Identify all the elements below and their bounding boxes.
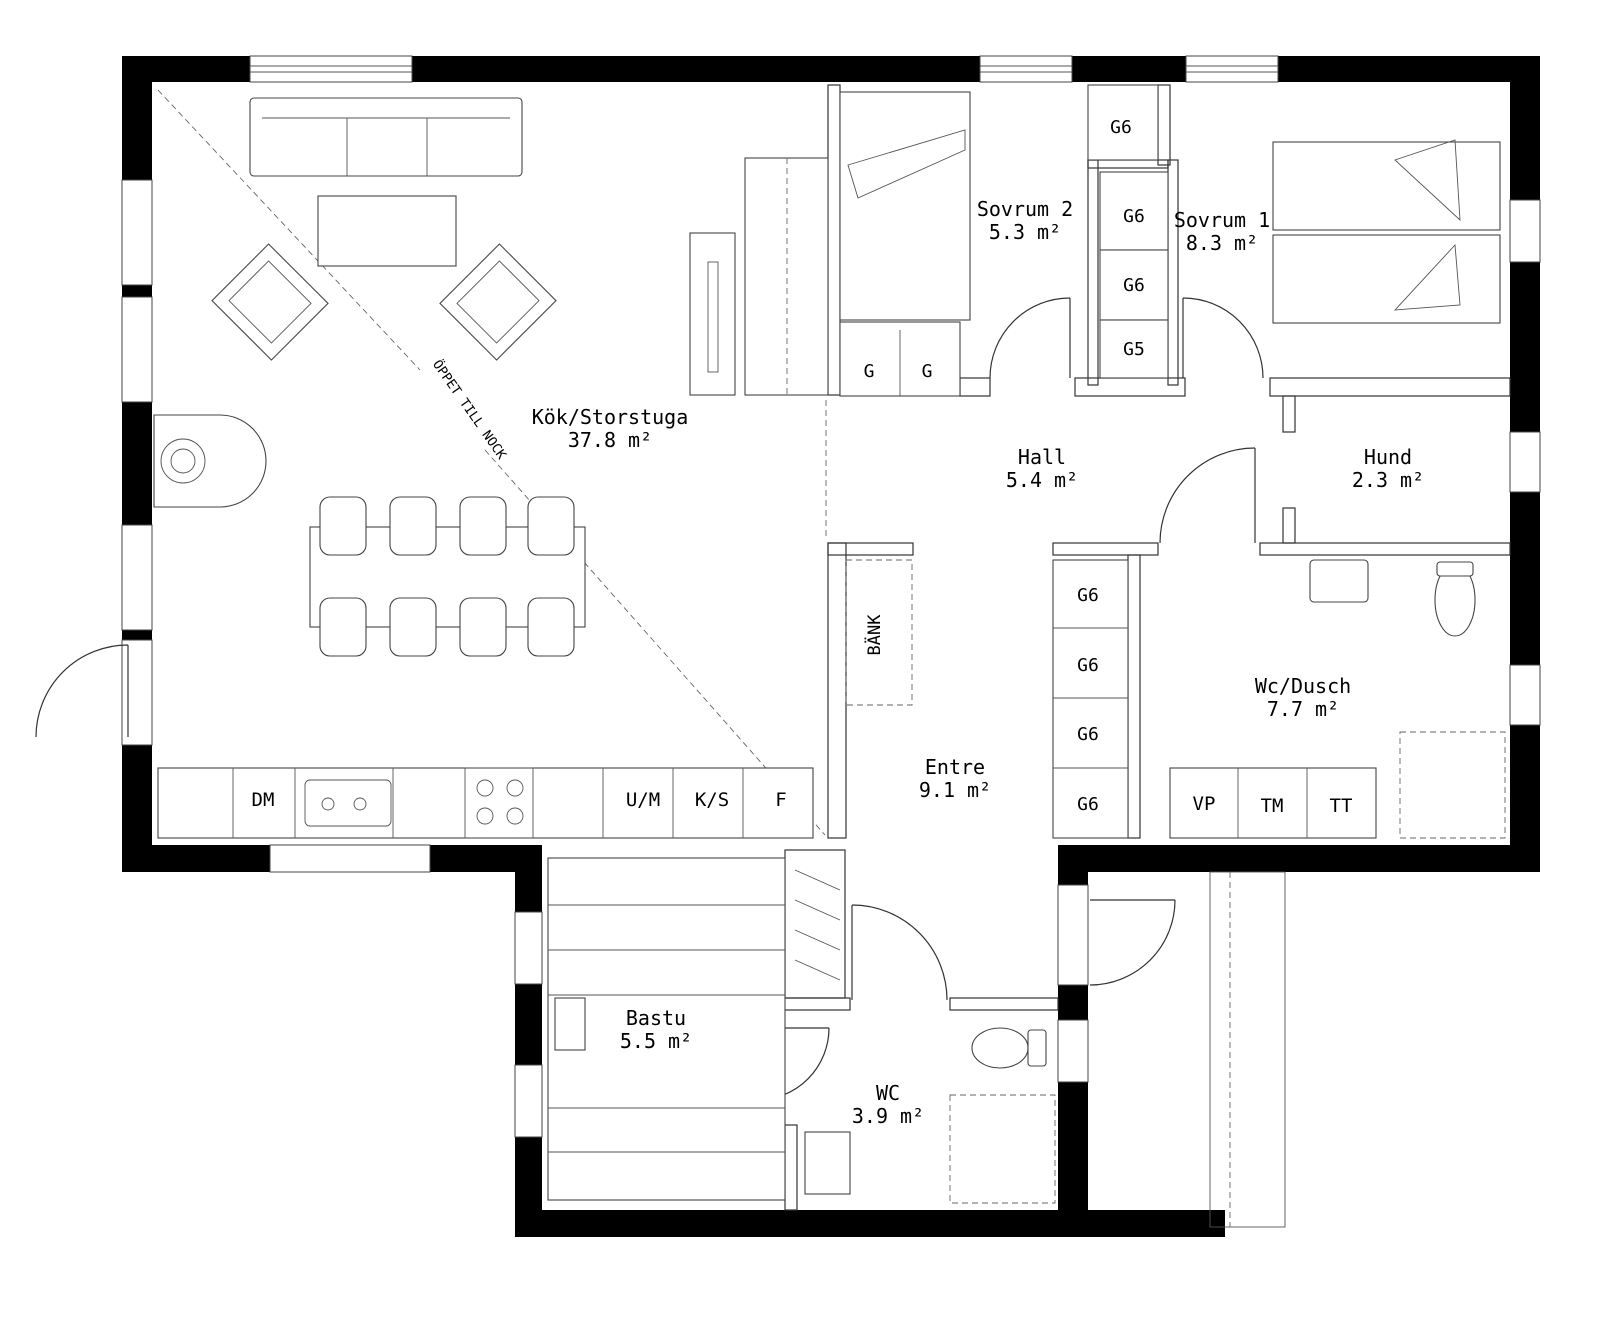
- unit-tm: TM: [1261, 795, 1284, 817]
- room-area-wc: 3.9 m²: [852, 1104, 924, 1128]
- room-area-bastu: 5.5 m²: [620, 1029, 692, 1053]
- unit-f: F: [775, 789, 786, 811]
- room-area-kok: 37.8 m²: [568, 428, 652, 452]
- closet-g6-s1a: G6: [1123, 206, 1145, 227]
- room-area-sovrum2: 5.3 m²: [989, 220, 1061, 244]
- closet-g6-s1b: G6: [1123, 275, 1145, 296]
- closet-g6-e4: G6: [1077, 794, 1099, 815]
- unit-vp: VP: [1193, 793, 1216, 815]
- room-area-hall: 5.4 m²: [1006, 468, 1078, 492]
- closet-g6-e1: G6: [1077, 585, 1099, 606]
- entre-fixtures: [845, 559, 1377, 839]
- unit-tt: TT: [1330, 795, 1353, 817]
- kitchen-unit-labels: DM U/M K/S F: [252, 789, 787, 811]
- room-name-hall: Hall: [1018, 445, 1066, 469]
- bedroom-furniture: [839, 84, 1501, 397]
- sauna-benches: [547, 857, 841, 1201]
- closet-g-a: G: [864, 361, 875, 382]
- closet-g-b: G: [922, 361, 933, 382]
- room-name-wc: WC: [876, 1081, 900, 1105]
- room-area-sovrum1: 8.3 m²: [1186, 231, 1258, 255]
- dining-chairs: [319, 496, 575, 657]
- room-name-bastu: Bastu: [626, 1006, 686, 1030]
- room-name-kok: Kök/Storstuga: [532, 405, 689, 429]
- closet-g5-s1: G5: [1123, 339, 1145, 360]
- kitchen-counter: [157, 767, 814, 839]
- windows: [121, 55, 1541, 1138]
- room-name-sovrum1: Sovrum 1: [1174, 208, 1270, 232]
- room-name-hund: Hund: [1364, 445, 1412, 469]
- room-name-entre: Entre: [925, 755, 985, 779]
- closet-g6-e2: G6: [1077, 655, 1099, 676]
- porch: [1209, 871, 1286, 1228]
- closet-g6-top: G6: [1110, 117, 1132, 138]
- room-area-entre: 9.1 m²: [919, 778, 991, 802]
- room-name-sovrum2: Sovrum 2: [977, 197, 1073, 221]
- room-name-wcdusch: Wc/Dusch: [1255, 674, 1351, 698]
- closet-g6-e3: G6: [1077, 724, 1099, 745]
- room-labels: Kök/Storstuga 37.8 m² Sovrum 2 5.3 m² So…: [532, 197, 1424, 1128]
- open-to-ridge-label: ÖPPET TILL NOCK: [429, 356, 510, 462]
- unit-ks: K/S: [695, 789, 729, 811]
- room-area-hund: 2.3 m²: [1352, 468, 1424, 492]
- room-area-wcdusch: 7.7 m²: [1267, 697, 1339, 721]
- unit-dm: DM: [252, 789, 275, 811]
- living-furniture: [153, 97, 586, 628]
- unit-um: U/M: [626, 789, 660, 811]
- bathroom-fixtures: [804, 559, 1506, 1204]
- closet-labels: G6 G6 G6 G5 G G G6 G6 G6 G6: [864, 117, 1145, 815]
- laundry-unit-labels: VP TM TT: [1193, 793, 1353, 817]
- tall-cabinets: [689, 157, 829, 396]
- doors: [35, 297, 1264, 1101]
- bench-label: BÄNK: [864, 614, 885, 656]
